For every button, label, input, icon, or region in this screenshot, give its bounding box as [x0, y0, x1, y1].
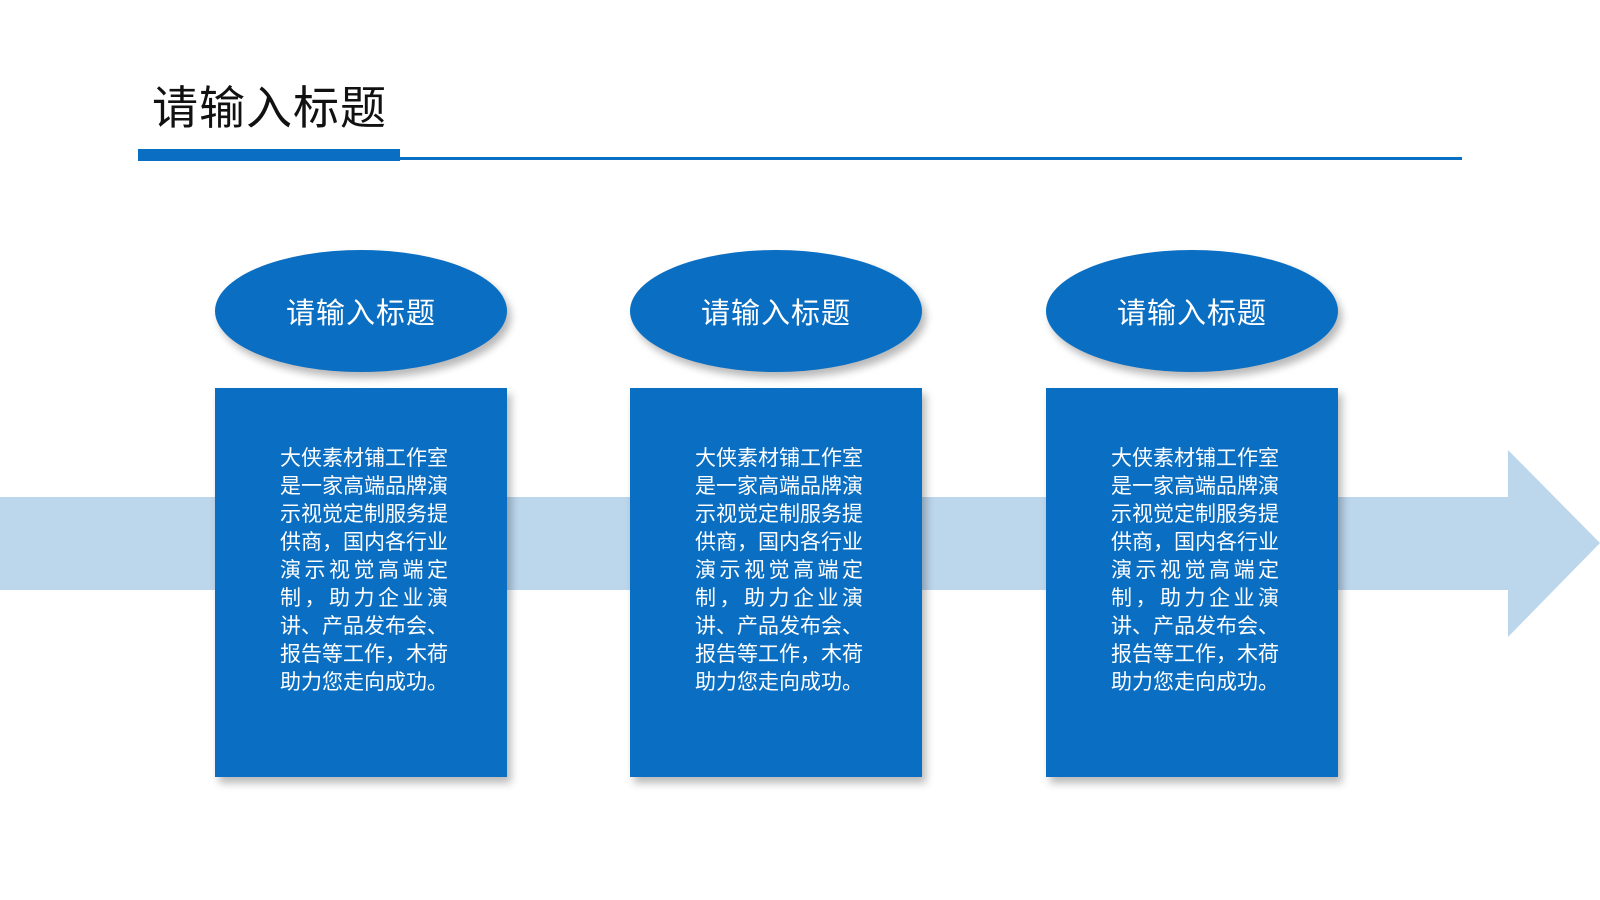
step-1-title-ellipse: 请输入标题 — [215, 250, 507, 372]
step-2-title: 请输入标题 — [700, 296, 851, 330]
title-accent-bar — [138, 149, 400, 161]
step-1: 请输入标题 大侠素材铺工作室是一家高端品牌演示视觉定制服务提供商，国内各行业演示… — [215, 250, 507, 780]
step-3-body: 大侠素材铺工作室是一家高端品牌演示视觉定制服务提供商，国内各行业演示视觉高端定制… — [1111, 446, 1279, 694]
step-1-body: 大侠素材铺工作室是一家高端品牌演示视觉定制服务提供商，国内各行业演示视觉高端定制… — [280, 446, 448, 694]
step-2-body: 大侠素材铺工作室是一家高端品牌演示视觉定制服务提供商，国内各行业演示视觉高端定制… — [695, 446, 863, 694]
step-3: 请输入标题 大侠素材铺工作室是一家高端品牌演示视觉定制服务提供商，国内各行业演示… — [1046, 250, 1338, 780]
step-3-content-box: 大侠素材铺工作室是一家高端品牌演示视觉定制服务提供商，国内各行业演示视觉高端定制… — [1046, 388, 1338, 777]
step-2: 请输入标题 大侠素材铺工作室是一家高端品牌演示视觉定制服务提供商，国内各行业演示… — [630, 250, 922, 780]
step-2-title-ellipse: 请输入标题 — [630, 250, 922, 372]
step-1-title: 请输入标题 — [285, 296, 436, 330]
page-title: 请输入标题 — [152, 81, 387, 135]
step-2-content-box: 大侠素材铺工作室是一家高端品牌演示视觉定制服务提供商，国内各行业演示视觉高端定制… — [630, 388, 922, 777]
step-3-title-ellipse: 请输入标题 — [1046, 250, 1338, 372]
title-divider — [400, 157, 1462, 160]
step-3-title: 请输入标题 — [1116, 296, 1267, 330]
step-1-content-box: 大侠素材铺工作室是一家高端品牌演示视觉定制服务提供商，国内各行业演示视觉高端定制… — [215, 388, 507, 777]
